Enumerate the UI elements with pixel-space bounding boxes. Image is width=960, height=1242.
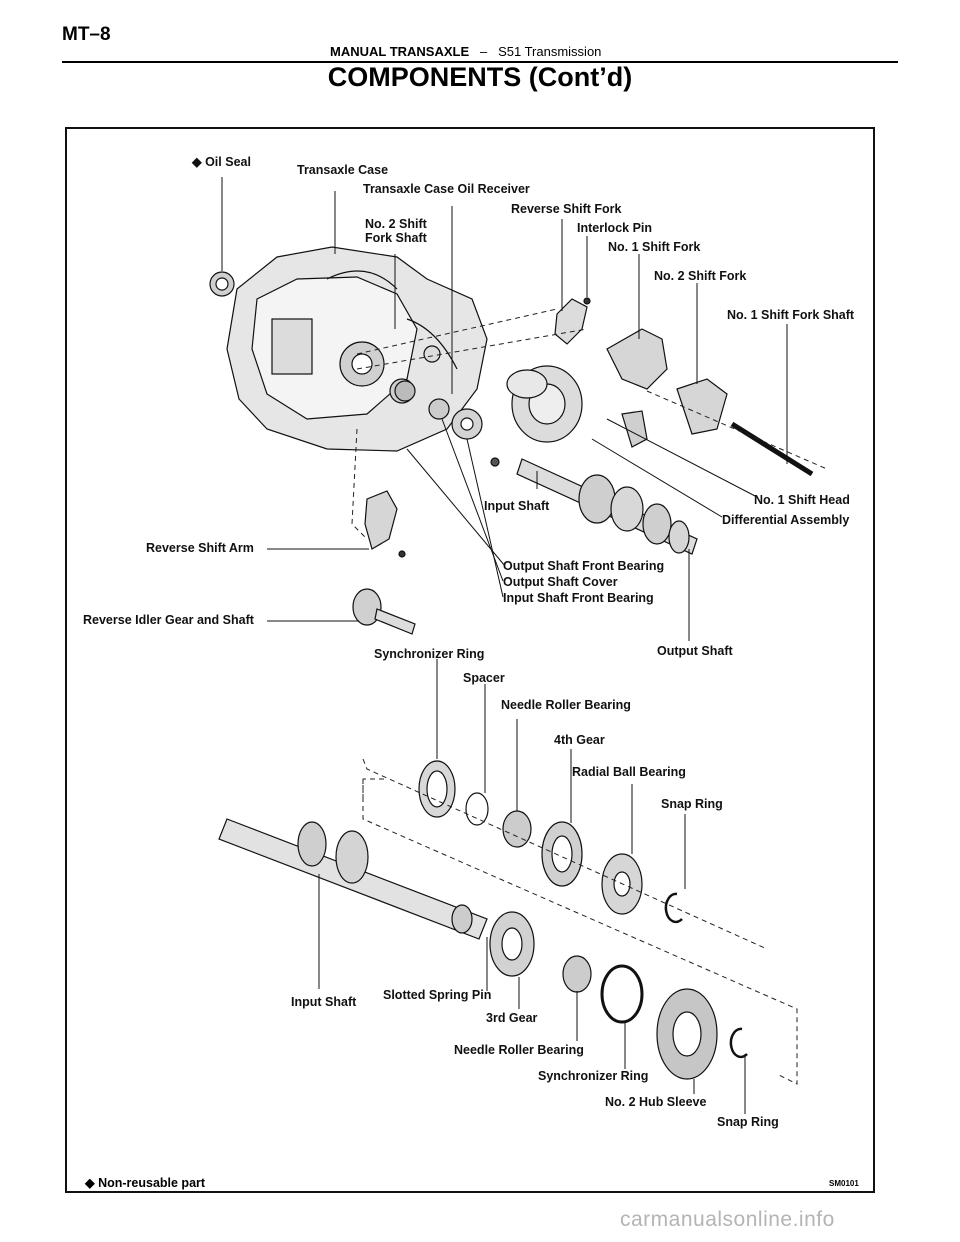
leader-lines: [221, 177, 788, 1114]
lower-parts-drawing: [418, 760, 748, 1080]
subsection-name: S51 Transmission: [498, 44, 602, 59]
section-header: MANUAL TRANSAXLE – S51 Transmission: [330, 44, 601, 59]
label-differential-assembly: Differential Assembly: [722, 513, 850, 527]
label-needle-roller-bearing-top: Needle Roller Bearing: [501, 698, 631, 712]
exploded-diagram: ◆ Oil Seal Transaxle Case Transaxle Case…: [65, 127, 875, 1193]
label-input-shaft-front-bearing: Input Shaft Front Bearing: [503, 591, 654, 605]
label-no1-shift-fork: No. 1 Shift Fork: [608, 240, 701, 254]
input-shaft-lower-drawing: [218, 818, 488, 940]
label-input-shaft-bottom: Input Shaft: [291, 995, 357, 1009]
label-case-oil-receiver: Transaxle Case Oil Receiver: [363, 182, 530, 196]
label-synchronizer-ring-top: Synchronizer Ring: [374, 647, 485, 661]
label-third-gear: 3rd Gear: [486, 1011, 538, 1025]
label-oil-seal: ◆ Oil Seal: [192, 155, 251, 169]
section-separator: –: [480, 44, 488, 59]
label-fourth-gear: 4th Gear: [554, 733, 605, 747]
oil-seal-drawing: [209, 271, 235, 297]
label-needle-roller-bearing-bottom: Needle Roller Bearing: [454, 1043, 584, 1057]
label-snap-ring-top: Snap Ring: [661, 797, 723, 811]
label-synchronizer-ring-bottom: Synchronizer Ring: [538, 1069, 649, 1083]
shaft-assembly-top-drawing: [516, 458, 698, 555]
diagram-drawing: [209, 177, 828, 1114]
label-no1-shift-head: No. 1 Shift Head: [754, 493, 850, 507]
section-name: MANUAL TRANSAXLE: [330, 44, 470, 59]
label-interlock-pin: Interlock Pin: [577, 221, 653, 235]
reverse-idler-gear-drawing: [352, 588, 416, 635]
watermark: carmanualsonline.info: [620, 1208, 835, 1231]
figure-code: SM0101: [829, 1179, 859, 1188]
label-output-shaft: Output Shaft: [657, 644, 733, 658]
transaxle-case-drawing: [226, 246, 488, 452]
shift-forks-drawing: [554, 297, 814, 477]
header-rule: [62, 61, 898, 63]
label-slotted-spring-pin: Slotted Spring Pin: [383, 988, 492, 1002]
label-no2-hub-sleeve: No. 2 Hub Sleeve: [605, 1095, 707, 1109]
footnote-non-reusable: ◆ Non-reusable part: [85, 1176, 206, 1190]
label-output-shaft-front-bearing: Output Shaft Front Bearing: [503, 559, 665, 573]
label-output-shaft-cover: Output Shaft Cover: [503, 575, 618, 589]
label-snap-ring-bottom: Snap Ring: [717, 1115, 779, 1129]
label-reverse-shift-arm: Reverse Shift Arm: [146, 541, 254, 555]
differential-drawing: [506, 365, 583, 443]
label-spacer: Spacer: [463, 671, 505, 685]
reverse-shift-arm-drawing: [364, 490, 406, 558]
page-id: MT–8: [62, 24, 111, 45]
label-reverse-shift-fork: Reverse Shift Fork: [511, 202, 622, 216]
label-no1-shift-fork-shaft: No. 1 Shift Fork Shaft: [727, 308, 855, 322]
assembly-dashed-lines: [351, 308, 828, 1085]
label-radial-ball-bearing: Radial Ball Bearing: [572, 765, 686, 779]
page-title: COMPONENTS (Cont’d): [327, 62, 633, 92]
label-reverse-idler-gear-shaft: Reverse Idler Gear and Shaft: [83, 613, 254, 627]
front-bearings-drawing: [394, 380, 500, 467]
label-no2-shift-fork-shaft: No. 2 Shift Fork Shaft: [365, 217, 427, 245]
label-transaxle-case: Transaxle Case: [297, 163, 389, 177]
label-input-shaft-top: Input Shaft: [484, 499, 550, 513]
label-no2-shift-fork: No. 2 Shift Fork: [654, 269, 747, 283]
